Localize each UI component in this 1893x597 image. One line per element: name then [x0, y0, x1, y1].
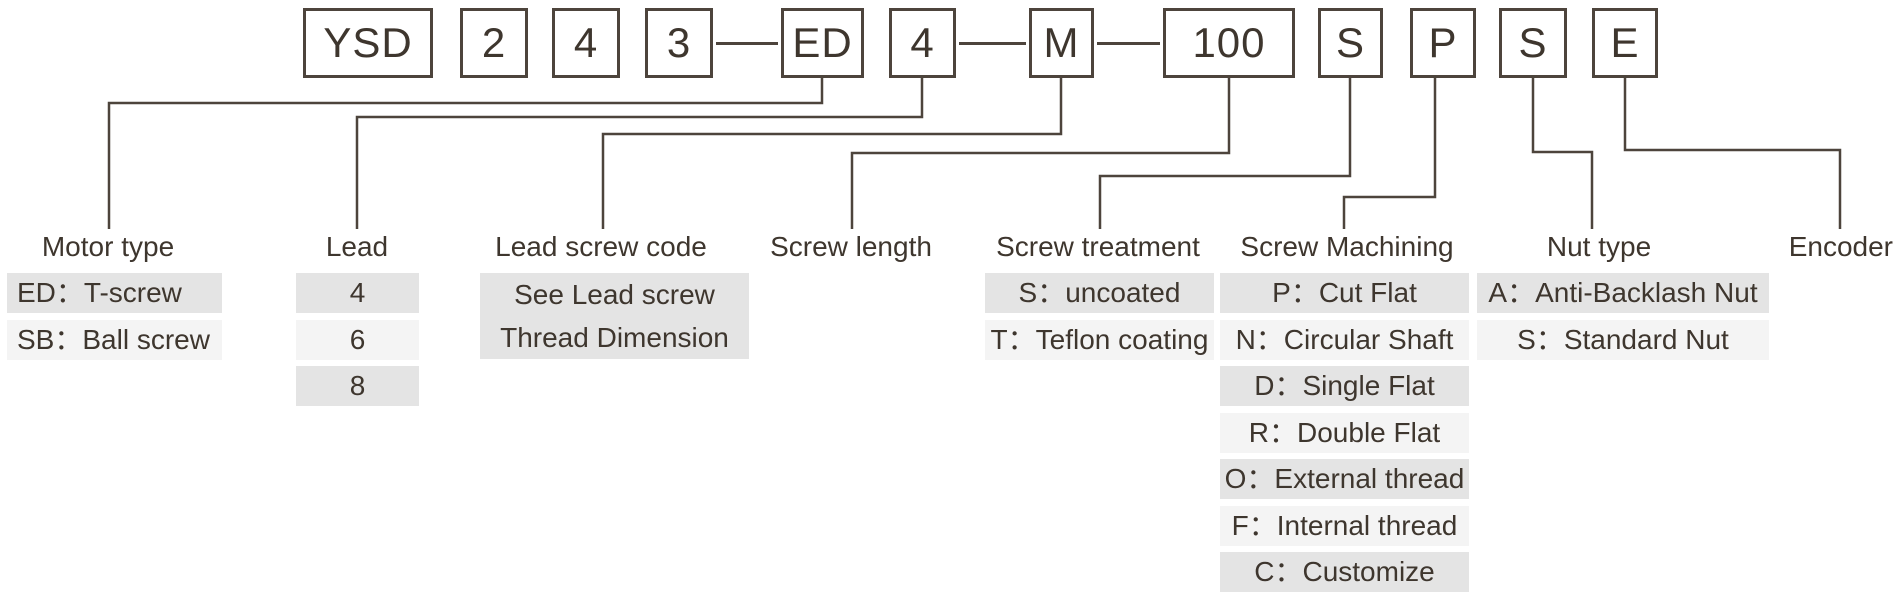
option-nut-a: A：Anti-Backlash Nut: [1477, 273, 1769, 313]
category-label-screw-machining: Screw Machining: [1240, 231, 1454, 262]
connector-lead-screw-code: [601, 76, 1063, 229]
connector-nut-type: [1531, 76, 1594, 229]
code-box-3: 3: [645, 8, 713, 78]
option-machining-f: F：Internal thread: [1220, 506, 1469, 546]
code-box-s1: S: [1318, 8, 1383, 78]
option-lead-screw-note: See Lead screw Thread Dimension: [480, 273, 749, 359]
option-lead-screw-note-line2: Thread Dimension: [500, 322, 729, 353]
dash-separator-3: [1097, 42, 1160, 45]
connector-screw-treatment: [1098, 76, 1352, 229]
option-lead-6: 6: [296, 320, 419, 360]
option-machining-p: P：Cut Flat: [1220, 273, 1469, 313]
category-label-screw-treatment: Screw treatment: [996, 231, 1200, 262]
code-box-ed: ED: [781, 8, 864, 78]
option-lead-8: 8: [296, 366, 419, 406]
option-treatment-s: S：uncoated: [985, 273, 1214, 313]
option-machining-d: D：Single Flat: [1220, 366, 1469, 406]
category-label-motor-type: Motor type: [41, 231, 175, 262]
option-lead-screw-note-line1: See Lead screw: [514, 279, 715, 310]
code-box-4a: 4: [552, 8, 620, 78]
code-box-m: M: [1029, 8, 1094, 78]
category-label-lead: Lead: [325, 231, 389, 262]
option-treatment-t: T：Teflon coating: [985, 320, 1214, 360]
dash-separator-1: [716, 42, 778, 45]
category-label-nut-type: Nut type: [1546, 231, 1652, 262]
dash-separator-2: [959, 42, 1026, 45]
connector-lead: [355, 76, 924, 229]
connector-encoder: [1623, 76, 1842, 229]
connector-motor-type: [107, 76, 824, 229]
code-box-p: P: [1410, 8, 1476, 78]
code-box-ysd: YSD: [303, 8, 433, 78]
category-label-lead-screw-code: Lead screw code: [495, 231, 707, 262]
category-label-screw-length: Screw length: [770, 231, 932, 262]
connector-screw-machining: [1342, 76, 1437, 229]
option-machining-n: N：Circular Shaft: [1220, 320, 1469, 360]
option-lead-4: 4: [296, 273, 419, 313]
code-box-s2: S: [1499, 8, 1567, 78]
connector-screw-length: [850, 76, 1231, 229]
option-machining-r: R：Double Flat: [1220, 413, 1469, 453]
code-box-2: 2: [460, 8, 528, 78]
option-machining-c: C：Customize: [1220, 552, 1469, 592]
option-motor-sb: SB：Ball screw: [7, 320, 222, 360]
option-machining-o: O：External thread: [1220, 459, 1469, 499]
option-nut-s: S：Standard Nut: [1477, 320, 1769, 360]
option-motor-ed: ED：T-screw: [7, 273, 222, 313]
code-box-100: 100: [1163, 8, 1295, 78]
category-label-encoder: Encoder: [1788, 231, 1893, 262]
